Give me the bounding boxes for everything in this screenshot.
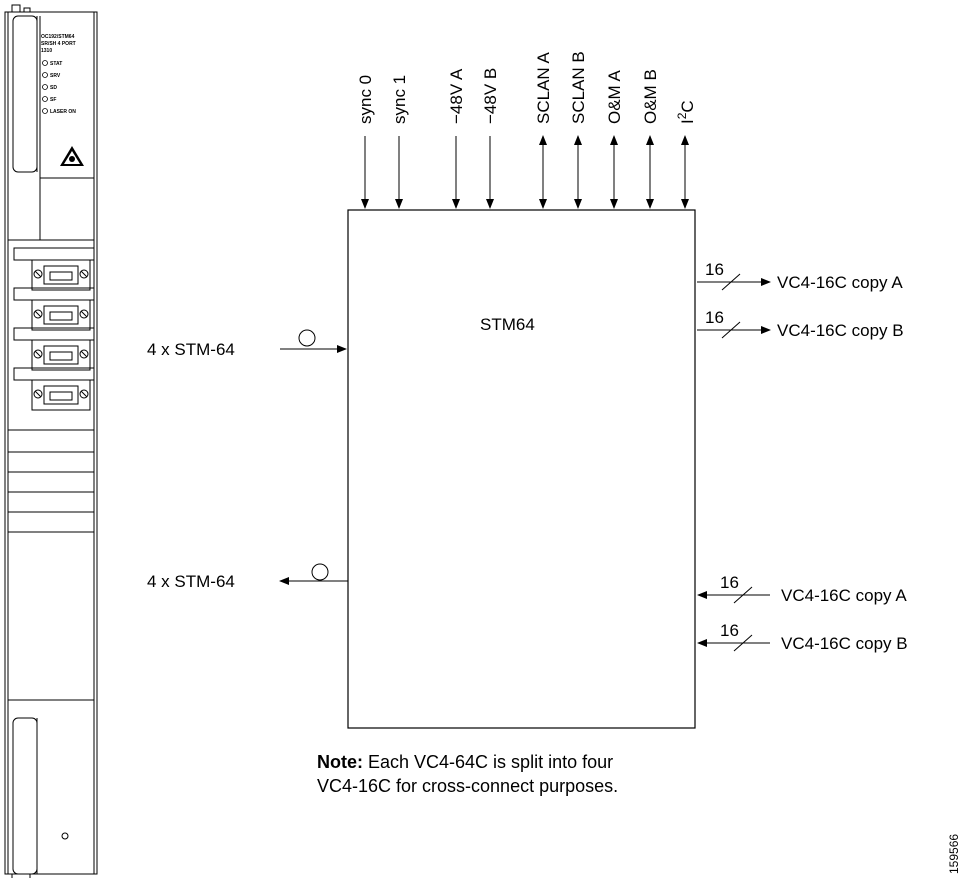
right-input-a-bus-slash [733,586,753,604]
right-input-a-width: 16 [720,573,739,592]
block-label: STM64 [480,315,535,334]
right-output-b-label: VC4-16C copy B [777,321,904,340]
right-input-a-label: VC4-16C copy A [781,586,907,605]
led-label-sd: SD [50,85,57,91]
left-output-fiber-icon [311,563,329,581]
port-2 [13,287,95,331]
card-leds: STAT SRV SD SF LASER ON [42,60,76,115]
laser-warning-icon [60,146,84,166]
led-laser-on [42,108,48,114]
top-signal-label-2: −48V A [447,68,466,124]
figure-id: 159566 [947,834,961,874]
top-signal-label-5: SCLAN B [569,51,588,124]
left-input-label: 4 x STM-64 [147,340,235,359]
right-input-b-label: VC4-16C copy B [781,634,908,653]
led-stat [42,60,48,66]
port-3 [13,327,95,371]
left-input-fiber-icon [298,329,316,347]
right-output-b-width: 16 [705,308,724,327]
led-label-srv: SRV [50,73,61,79]
stm64-block [347,209,696,729]
top-signal-label-0: sync 0 [356,75,375,124]
port-1 [13,247,95,291]
right-output-a-width: 16 [705,260,724,279]
top-signal-i2c: I2C [675,100,697,124]
right-output-b-bus-slash [721,321,741,339]
card-faceplate [4,4,98,878]
note-line-2: VC4-16C for cross-connect purposes. [317,776,618,796]
led-label-sf: SF [50,97,56,103]
note-line-1: Note: Each VC4-64C is split into four [317,752,613,772]
card-name-line-1: OC192/STM64 [41,34,75,40]
right-input-b-width: 16 [720,621,739,640]
top-signal-label-4: SCLAN A [534,52,553,124]
led-sd [42,84,48,90]
led-srv [42,72,48,78]
right-output-a-bus-slash [721,273,741,291]
optical-ports [13,247,95,411]
right-input-b-bus-slash [733,634,753,652]
top-signal-label-6: O&M A [605,69,624,124]
left-output-label: 4 x STM-64 [147,572,235,591]
led-label-laser-on: LASER ON [50,109,76,115]
port-4 [13,367,95,411]
top-signal-label-3: −48V B [481,68,500,124]
led-label-stat: STAT [50,61,62,67]
top-signal-label-7: O&M B [641,69,660,124]
card-name-line-2: SR/SH 4 PORT [41,41,76,47]
top-signal-arrows: sync 0 sync 1 −48V A −48V B SCLAN A SCLAN B O&… [356,51,689,209]
right-output-a-label: VC4-16C copy A [777,273,903,292]
card-name-line-3: 1310 [41,48,52,54]
top-signal-label-1: sync 1 [390,75,409,124]
led-sf [42,96,48,102]
